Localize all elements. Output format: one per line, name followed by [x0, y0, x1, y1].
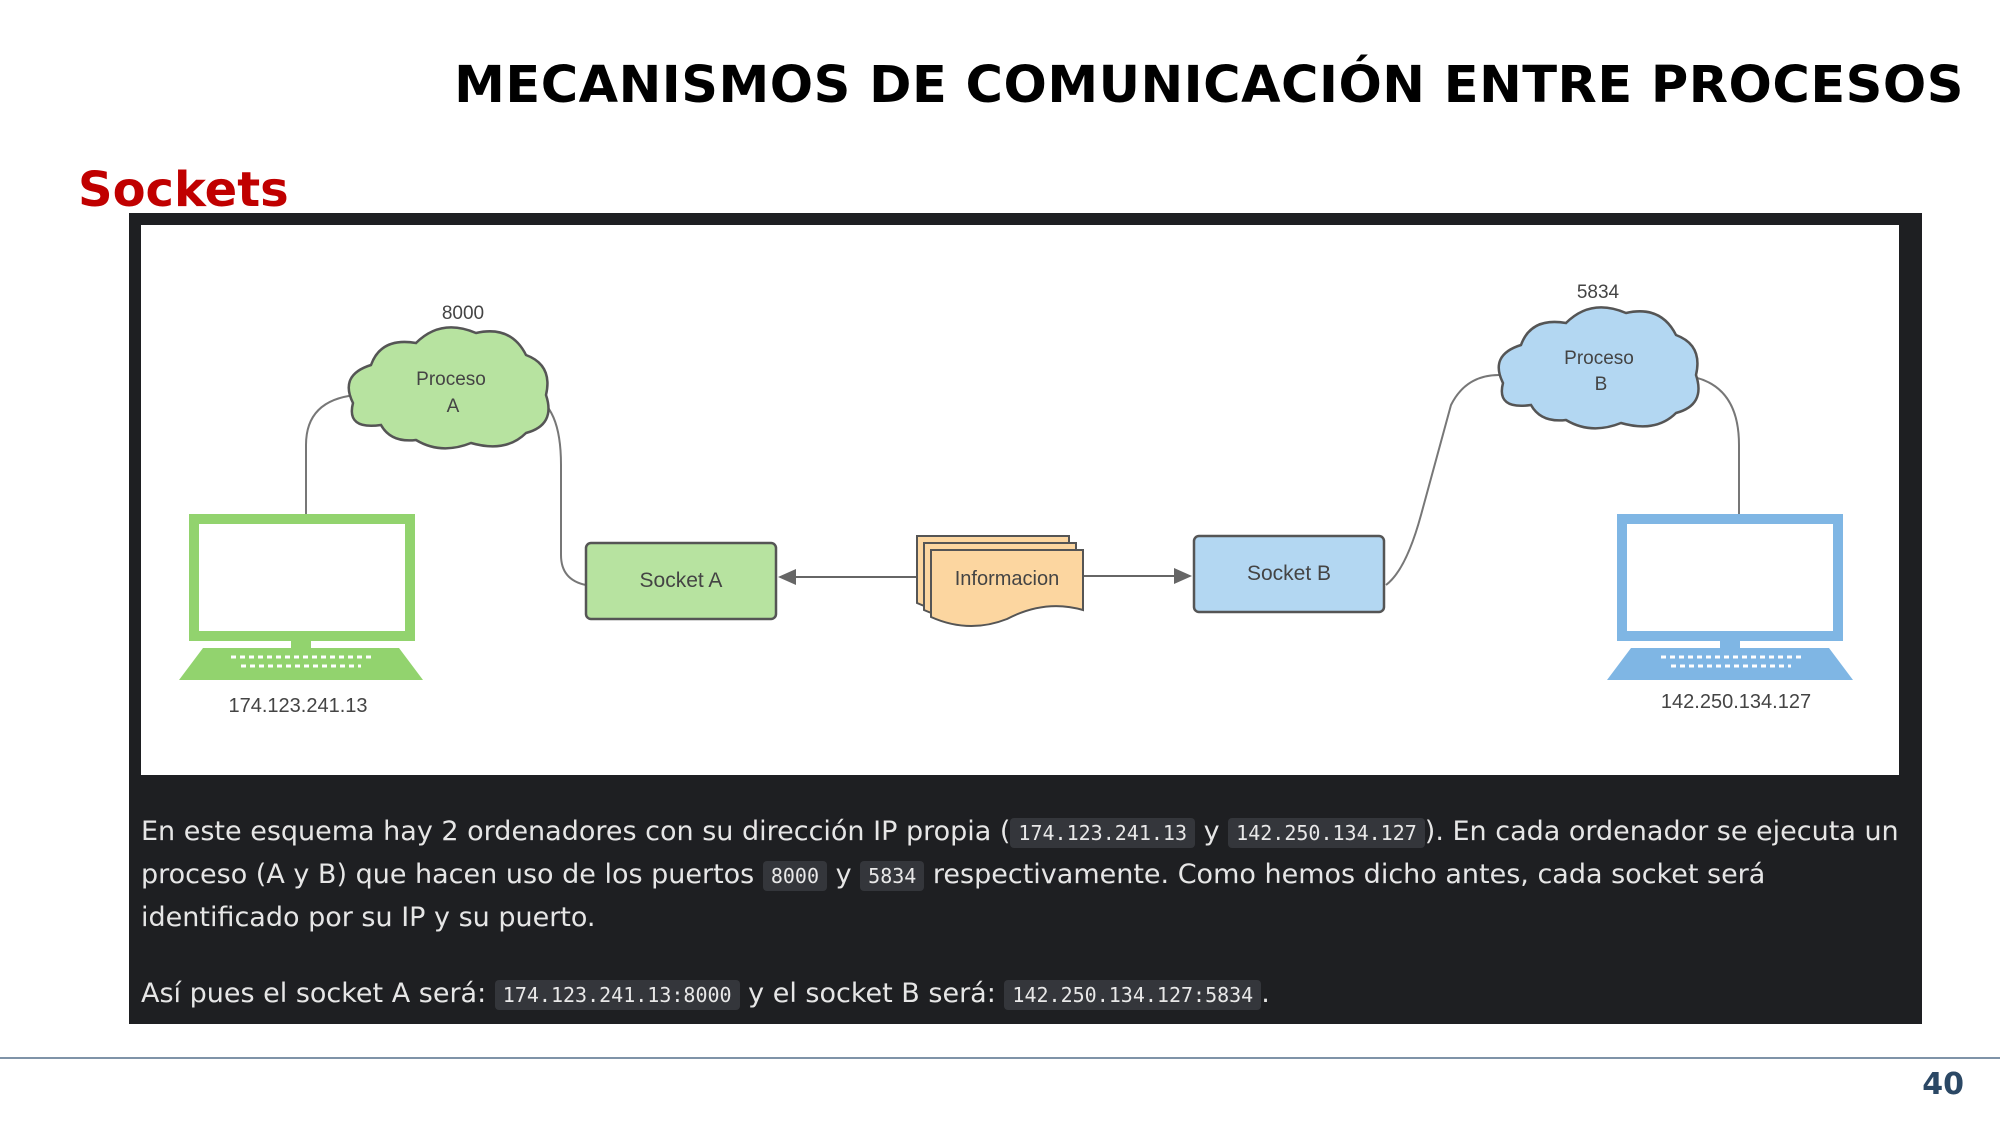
ip-b-code: 142.250.134.127: [1228, 818, 1425, 848]
process-b-label-line2: B: [1595, 374, 1608, 395]
explanation-paragraph: En este esquema hay 2 ordenadores con su…: [141, 811, 1911, 939]
process-a-port: 8000: [442, 303, 484, 324]
p1-text-y2: y: [827, 859, 861, 890]
p1-text-b: ). En cada ordenador se ejecuta un proce…: [141, 816, 1899, 890]
connector-socket-b-process-b: [1385, 374, 1500, 586]
computer-b-ip: 142.250.134.127: [1661, 691, 1811, 713]
ip-a-code: 174.123.241.13: [1010, 818, 1195, 848]
section-heading: Sockets: [78, 162, 289, 218]
connector-computer-a-process-a: [305, 394, 357, 515]
footer-divider: [0, 1057, 2000, 1059]
p2-text-a: Así pues el socket A será:: [141, 978, 495, 1009]
information-label: Informacion: [955, 568, 1060, 590]
information-document-icon: [916, 535, 1084, 628]
port-b-code: 5834: [860, 861, 925, 891]
socket-a-label: Socket A: [640, 569, 723, 592]
computer-a-ip: 174.123.241.13: [228, 695, 367, 717]
process-b-label-line1: Proceso: [1564, 348, 1634, 369]
socket-b-code: 142.250.134.127:5834: [1004, 980, 1262, 1010]
p1-text-y1: y: [1195, 816, 1229, 847]
process-b-cloud-icon: [1497, 306, 1700, 430]
p1-text-a: En este esquema hay 2 ordenadores con su…: [141, 816, 1011, 847]
socket-b-label: Socket B: [1247, 562, 1331, 585]
computer-a-icon: [179, 514, 423, 680]
p2-text-c: .: [1261, 978, 1270, 1009]
process-a-cloud-icon: [347, 326, 550, 450]
computer-b-icon: [1607, 514, 1853, 680]
socket-diagram-svg: 8000 Proceso A 5834 Proceso B Socket A S…: [179, 282, 1853, 717]
p1-text-c: respectivamente. Como hemos dicho antes,…: [141, 859, 1766, 933]
port-a-code: 8000: [762, 861, 828, 891]
p2-text-b: y el socket B será:: [739, 978, 1005, 1009]
process-a-label-line1: Proceso: [416, 369, 486, 390]
socket-summary-paragraph: Así pues el socket A será: 174.123.241.1…: [141, 973, 1911, 1016]
process-a-label-line2: A: [447, 396, 460, 417]
socket-b-box: [1192, 534, 1386, 614]
slide-title: MECANISMOS DE COMUNICACIÓN ENTRE PROCESO…: [454, 56, 1964, 115]
socket-diagram: 8000 Proceso A 5834 Proceso B Socket A S…: [141, 225, 1899, 775]
content-panel: 8000 Proceso A 5834 Proceso B Socket A S…: [129, 213, 1922, 1024]
socket-a-code: 174.123.241.13:8000: [494, 980, 740, 1010]
page-number: 40: [1922, 1067, 1964, 1102]
process-b-port: 5834: [1577, 282, 1620, 303]
socket-a-box: [584, 541, 778, 621]
